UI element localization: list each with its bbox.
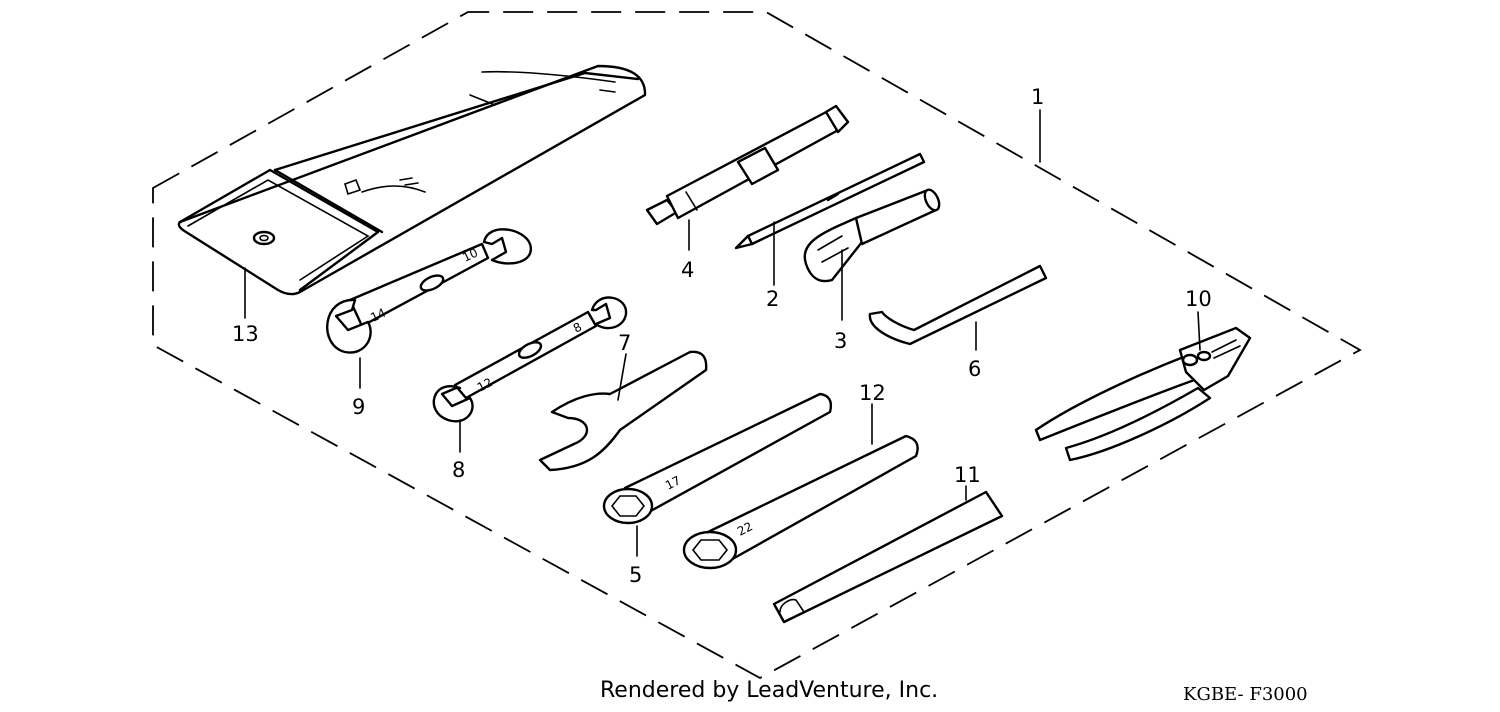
callout-7: 7 (618, 331, 631, 355)
open-end-wrench-part-8: 12 8 (432, 296, 628, 423)
screwdriver-bit-part-2 (734, 152, 926, 250)
callout-8: 8 (452, 458, 465, 482)
handle-bar-part-11 (772, 490, 1004, 624)
wrench-mark-17: 17 (663, 473, 683, 492)
callout-12: 12 (859, 381, 886, 405)
callout-5: 5 (629, 563, 642, 587)
hex-key-part-6 (868, 264, 1048, 346)
callout-4: 4 (681, 258, 694, 282)
callout-numbers: 1 2 3 4 5 6 7 8 9 10 11 12 13 (232, 85, 1212, 587)
callout-9: 9 (352, 395, 365, 419)
callout-3: 3 (834, 329, 847, 353)
kit-outline (152, 11, 1362, 680)
callout-11: 11 (954, 463, 981, 487)
callout-13: 13 (232, 322, 259, 346)
leader-lines (244, 109, 1201, 557)
wrench-mark-10: 10 (460, 246, 480, 265)
render-credit: Rendered by LeadVenture, Inc. (600, 678, 939, 703)
callout-1: 1 (1031, 85, 1044, 109)
screwdriver-part-3 (803, 188, 941, 283)
spanner-part-7 (538, 350, 708, 472)
diagram-code: KGBE- F3000 (1183, 684, 1308, 705)
wrench-mark-12: 12 (475, 375, 495, 395)
ring-wrench-part-5: 17 (602, 392, 833, 525)
driver-handle-part-4 (645, 104, 850, 226)
callout-6: 6 (968, 357, 981, 381)
ring-wrench-part-12: 22 (682, 434, 919, 570)
tool-bag-part-13 (177, 64, 647, 296)
wrench-mark-14: 14 (368, 306, 388, 325)
wrench-mark-22: 22 (735, 519, 755, 538)
callout-2: 2 (766, 287, 779, 311)
callout-10: 10 (1185, 287, 1212, 311)
pliers-part-10 (1034, 326, 1252, 462)
open-end-wrench-part-9: 14 10 (326, 228, 533, 354)
